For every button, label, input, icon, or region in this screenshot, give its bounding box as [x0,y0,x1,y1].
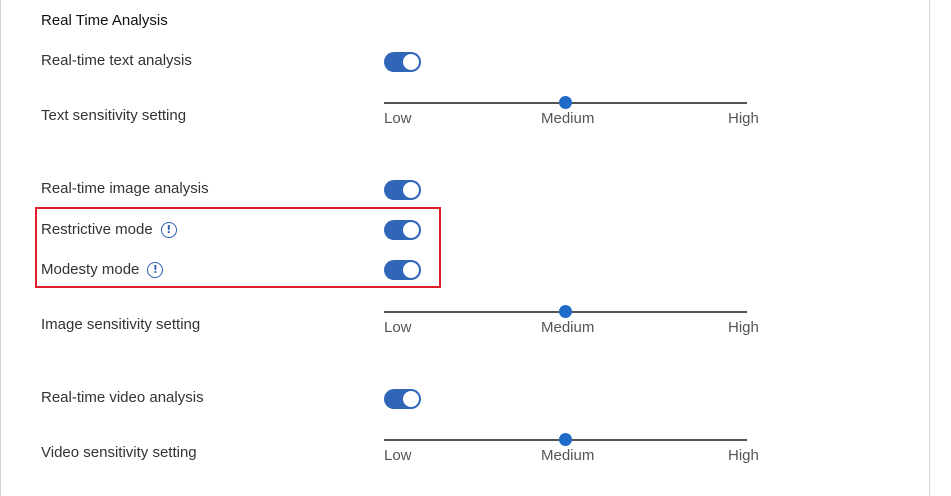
video-sensitivity-label-text: Video sensitivity setting [41,444,197,461]
modesty-mode-label-text: Modesty mode [41,261,140,278]
slider-label-low: Low [384,110,412,127]
slider-label-medium: Medium [541,447,595,464]
slider-thumb[interactable] [559,96,572,109]
image-analysis-label-text: Real-time image analysis [41,180,209,197]
image-analysis-label: Real-time image analysis [41,180,209,197]
slider-thumb[interactable] [559,433,572,446]
video-sensitivity-slider[interactable]: Low Medium High [384,433,764,479]
video-analysis-toggle[interactable] [384,389,421,409]
toggle-knob [403,182,419,198]
slider-label-medium: Medium [541,319,595,336]
toggle-knob [403,222,419,238]
text-analysis-toggle[interactable] [384,52,421,72]
toggle-knob [403,262,419,278]
slider-label-high: High [728,110,759,127]
restrictive-mode-label-text: Restrictive mode [41,221,153,238]
section-title: Real Time Analysis [41,12,168,29]
text-analysis-label: Real-time text analysis [41,52,192,69]
toggle-knob [403,391,419,407]
slider-thumb[interactable] [559,305,572,318]
slider-label-low: Low [384,319,412,336]
modesty-mode-label: Modesty mode ! [41,261,164,278]
text-analysis-label-text: Real-time text analysis [41,52,192,69]
video-analysis-label-text: Real-time video analysis [41,389,204,406]
slider-label-high: High [728,447,759,464]
toggle-knob [403,54,419,70]
slider-label-high: High [728,319,759,336]
text-sensitivity-slider[interactable]: Low Medium High [384,96,764,142]
restrictive-mode-toggle[interactable] [384,220,421,240]
image-sensitivity-label: Image sensitivity setting [41,316,200,333]
slider-label-medium: Medium [541,110,595,127]
info-icon[interactable]: ! [147,261,164,278]
info-icon[interactable]: ! [160,221,177,238]
video-analysis-label: Real-time video analysis [41,389,204,406]
panel-left-border [0,0,1,496]
video-sensitivity-label: Video sensitivity setting [41,444,197,461]
image-sensitivity-slider[interactable]: Low Medium High [384,305,764,351]
image-sensitivity-label-text: Image sensitivity setting [41,316,201,333]
image-analysis-toggle[interactable] [384,180,421,200]
text-sensitivity-label: Text sensitivity setting [41,107,186,124]
slider-label-low: Low [384,447,412,464]
modesty-mode-toggle[interactable] [384,260,421,280]
panel-right-border [929,0,930,496]
text-sensitivity-label-text: Text sensitivity setting [41,107,187,124]
restrictive-mode-label: Restrictive mode ! [41,221,177,238]
